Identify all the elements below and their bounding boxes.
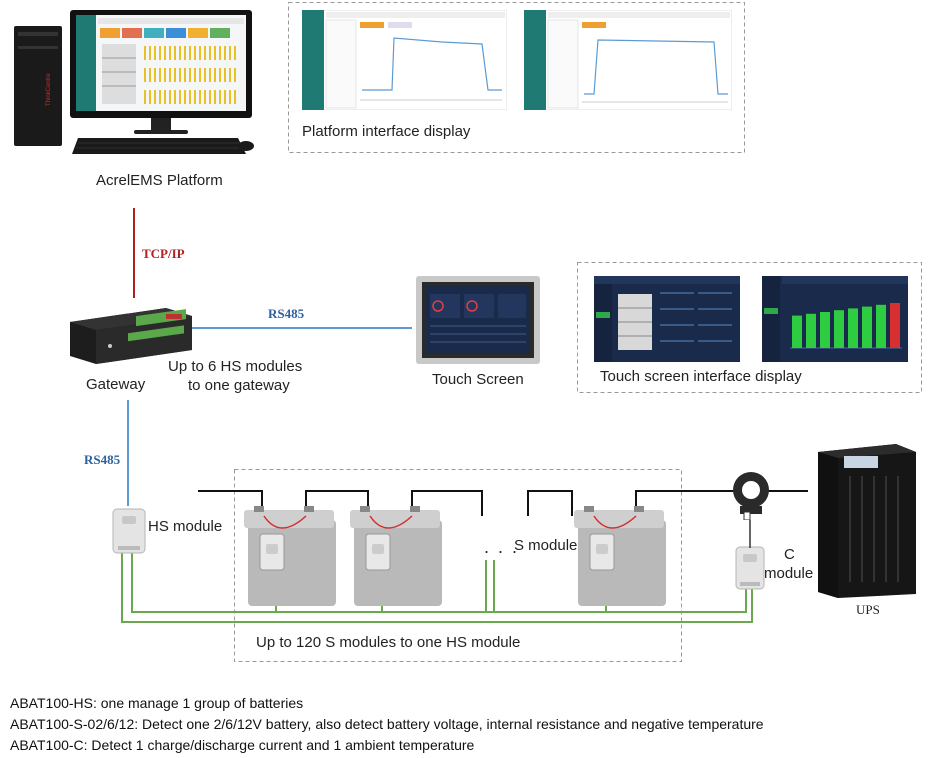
note-c: ABAT100-C: Detect 1 charge/discharge cur… xyxy=(10,737,475,753)
platform-screenshot-1 xyxy=(302,10,507,110)
battery-group-frame xyxy=(234,469,682,662)
s-module-label: S module xyxy=(514,537,578,554)
touch-chart-bar xyxy=(862,306,872,348)
touch-screen-label: Touch Screen xyxy=(432,371,524,388)
platform-display-label: Platform interface display xyxy=(302,123,471,140)
touch-screenshot-2 xyxy=(762,276,908,362)
rs485-hs-label: RS485 xyxy=(84,452,121,467)
touch-sidebar xyxy=(762,276,780,362)
touch-panel-icon xyxy=(416,276,540,364)
platform-screenshot-2 xyxy=(524,10,732,110)
note-hs: ABAT100-HS: one manage 1 group of batter… xyxy=(10,695,304,711)
touch-chart-bar xyxy=(890,303,900,348)
s-capacity-label: Up to 120 S modules to one HS module xyxy=(256,634,521,651)
touch-chart-bar xyxy=(806,313,816,348)
touch-screenshot-1 xyxy=(594,276,740,362)
touch-chart-bar xyxy=(834,310,844,348)
touch-sidebar-active xyxy=(764,308,778,314)
touch-chart-bar xyxy=(848,308,858,348)
touch-header xyxy=(782,276,908,284)
c-module-icon xyxy=(735,546,765,590)
touch-chart-bar xyxy=(820,312,830,348)
ups-cabinet-icon xyxy=(818,444,916,598)
note-s: ABAT100-S-02/6/12: Detect one 2/6/12V ba… xyxy=(10,716,764,732)
gateway-capacity-line1: Up to 6 HS modules xyxy=(168,358,303,375)
gateway-device-icon xyxy=(70,308,192,364)
touch-chart-bar xyxy=(792,315,802,348)
platform-label: AcrelEMS Platform xyxy=(96,172,223,189)
touch-bar-chart xyxy=(790,303,902,349)
c-module-lead xyxy=(749,520,751,548)
touch-display-frame xyxy=(577,262,922,393)
hs-module-label: HS module xyxy=(148,518,223,535)
battery-icon xyxy=(244,506,336,606)
battery-ellipsis: . . . xyxy=(484,537,520,557)
desktop-computer-icon: ThinkCentre xyxy=(14,10,254,154)
hs-module-icon xyxy=(112,508,146,554)
tcp-ip-label: TCP/IP xyxy=(142,246,185,261)
ups-label: UPS xyxy=(856,602,880,617)
battery-icon xyxy=(350,506,442,606)
battery-icon xyxy=(574,506,666,606)
rs485-touch-label: RS485 xyxy=(268,306,305,321)
current-clamp-icon xyxy=(733,472,769,520)
battery-sense-bus xyxy=(121,552,753,623)
platform-display-frame xyxy=(288,2,745,153)
svg-text:ThinkCentre: ThinkCentre xyxy=(46,73,52,106)
touch-chart-bar xyxy=(876,304,886,348)
c-module-label-line2: module xyxy=(764,565,814,582)
gateway-capacity-line2: to one gateway xyxy=(188,377,290,394)
touch-display-label: Touch screen interface display xyxy=(600,368,802,385)
c-module-label-line1: C xyxy=(784,546,795,563)
gateway-label: Gateway xyxy=(86,376,146,393)
